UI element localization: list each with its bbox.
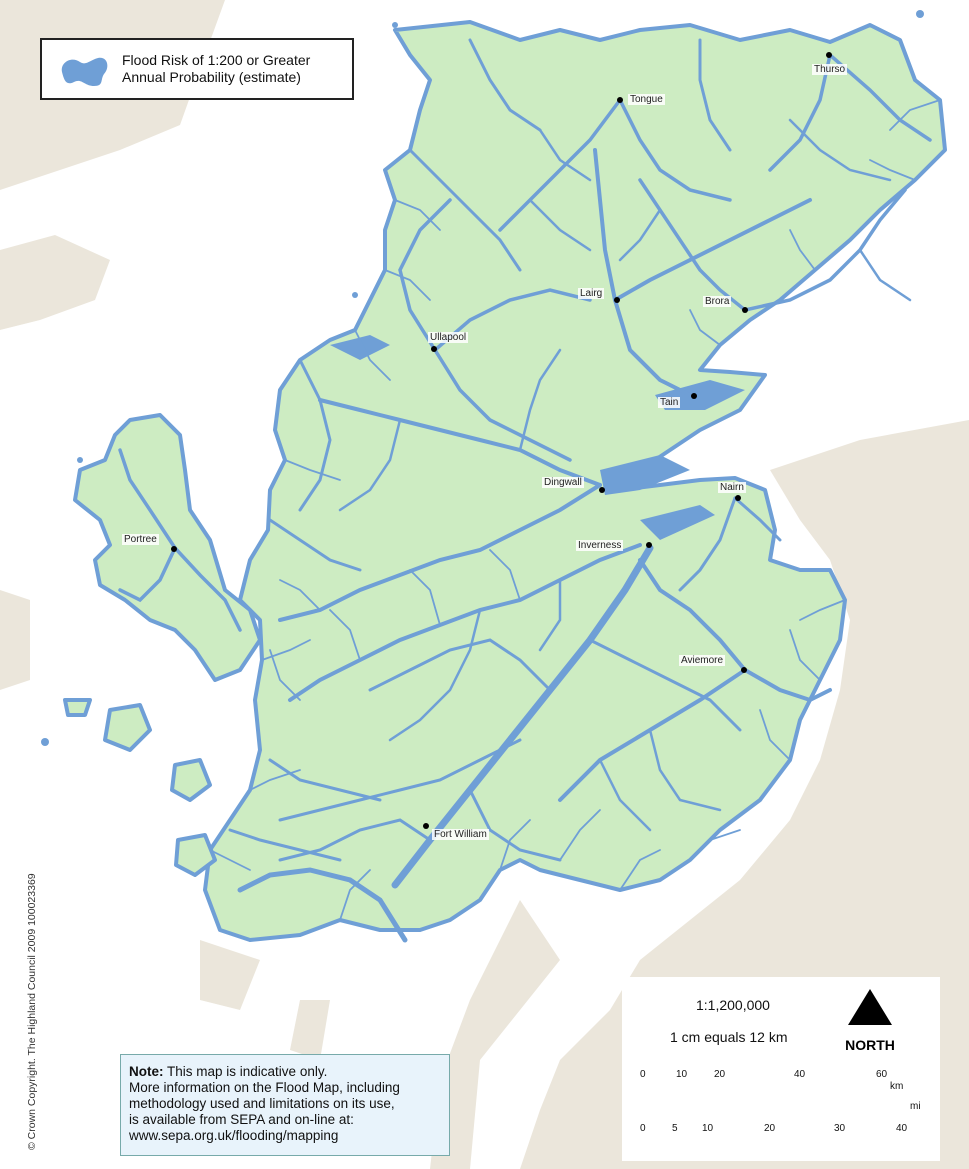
mi-tick: 30	[834, 1123, 846, 1134]
place-dot	[617, 97, 623, 103]
mi-tick: 40	[896, 1123, 908, 1134]
coastal-flood-specks	[41, 10, 924, 746]
legend-line-1: Flood Risk of 1:200 or Greater	[122, 52, 311, 68]
place-label-aviemore: Aviemore	[679, 655, 726, 666]
note-line-5: www.sepa.org.uk/flooding/mapping	[129, 1128, 339, 1143]
note-line-2: More information on the Flood Map, inclu…	[129, 1080, 400, 1095]
note-line-1: Note: This map is indicative only.	[129, 1064, 441, 1080]
scale-bar-labels: 0 10 20 40 60 km mi 0 5 10 20 30 40	[640, 1069, 921, 1134]
legend-line-2: Annual Probability (estimate)	[122, 69, 301, 85]
place-label-nairn: Nairn	[718, 482, 746, 493]
place-dot	[599, 487, 605, 493]
note-text-1: This map is indicative only.	[167, 1064, 328, 1079]
north-label: NORTH	[845, 1037, 895, 1053]
place-label-inverness: Inverness	[576, 540, 624, 551]
place-dot	[826, 52, 832, 58]
legend-text: Flood Risk of 1:200 or Greater Annual Pr…	[122, 52, 310, 86]
minor-tributaries	[209, 99, 941, 921]
place-dot	[742, 307, 748, 313]
mi-unit: mi	[910, 1101, 921, 1112]
km-tick: 10	[676, 1069, 688, 1080]
scale-equivalence: 1 cm equals 12 km	[670, 1029, 788, 1045]
place-label-lairg: Lairg	[578, 288, 605, 299]
north-arrow-icon	[848, 989, 892, 1025]
km-tick: 20	[714, 1069, 726, 1080]
map-legend: Flood Risk of 1:200 or Greater Annual Pr…	[40, 38, 354, 100]
place-label-ullapool: Ullapool	[428, 332, 469, 343]
place-dot	[171, 546, 177, 552]
place-label-brora: Brora	[703, 296, 732, 307]
place-dot	[423, 823, 429, 829]
place-dot	[735, 495, 741, 501]
place-label-dingwall: Dingwall	[542, 477, 584, 488]
km-tick: 0	[640, 1069, 646, 1080]
mi-tick: 0	[640, 1123, 646, 1134]
place-label-portree: Portree	[122, 534, 159, 545]
note-line-3: methodology used and limitations on its …	[129, 1096, 395, 1111]
scale-panel: 1:1,200,000 1 cm equals 12 km NORTH 0 10…	[622, 977, 940, 1161]
note-line-4: is available from SEPA and on-line at:	[129, 1112, 354, 1127]
place-dot	[431, 346, 437, 352]
place-dot	[614, 297, 620, 303]
inland-waters	[330, 335, 745, 540]
note-bold-label: Note:	[129, 1064, 164, 1079]
mi-tick: 10	[702, 1123, 714, 1134]
km-tick: 60	[876, 1069, 888, 1080]
place-dot	[646, 542, 652, 548]
place-label-tain: Tain	[658, 397, 681, 408]
km-tick: 40	[794, 1069, 806, 1080]
disclaimer-note: Note: This map is indicative only. More …	[120, 1054, 450, 1156]
km-unit: km	[890, 1081, 903, 1092]
place-dot	[691, 393, 697, 399]
place-label-thurso: Thurso	[812, 64, 848, 75]
place-label-tongue: Tongue	[628, 94, 665, 105]
copyright-notice: © Crown Copyright. The Highland Council …	[26, 873, 38, 1150]
mi-tick: 5	[672, 1123, 678, 1134]
north-arrow: NORTH	[840, 985, 900, 1065]
flood-risk-swatch-icon	[61, 57, 108, 86]
place-label-fort-william: Fort William	[432, 829, 489, 840]
mi-tick: 20	[764, 1123, 776, 1134]
place-dot	[741, 667, 747, 673]
scale-ratio: 1:1,200,000	[696, 997, 770, 1013]
